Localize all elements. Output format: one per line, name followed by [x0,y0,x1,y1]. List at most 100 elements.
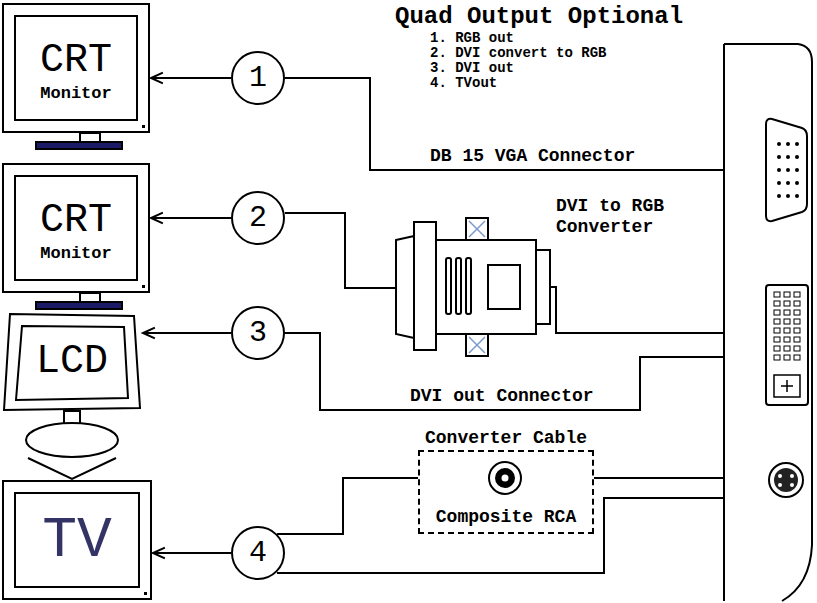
dvi-pin [784,301,790,306]
vga-pin [786,181,790,185]
vga-pin [786,142,790,146]
connector-arrow [143,328,231,339]
dvi-plug [536,250,550,324]
leader-line [285,333,724,410]
callout-number: 1 [249,61,267,96]
svideo-pin [778,474,782,478]
svideo-inner [774,468,798,492]
lcd-frame [4,314,140,410]
dvi-pin [794,328,800,333]
crt-monitor: CRTMonitor [2,163,150,293]
vga-connector [766,119,807,221]
callout-circle: 2 [231,191,285,245]
box-body: Composite RCA [420,507,592,528]
svideo-connector [769,463,803,497]
vga-pin [786,168,790,172]
dvi-pin [784,310,790,315]
vga-pin [777,142,781,146]
leader-line [285,78,724,170]
dvi-pin [774,337,780,342]
dvi-pin [794,337,800,342]
antenna [28,458,116,479]
screen-title: CRT [40,198,112,244]
adapter-window [488,265,520,309]
dvi-pin [784,328,790,333]
dvi-pin [774,319,780,324]
dvi-pin [794,310,800,315]
screen: CRTMonitor [14,175,138,281]
dvi-connector [766,285,808,405]
leader-line [594,477,724,479]
connector-arrow [153,548,231,559]
dvi-pin [774,310,780,315]
lcd-text-area: LCD [22,328,122,396]
adapter-body [436,240,536,334]
dvi-pin [794,319,800,324]
list-item: 4. TVout [430,75,497,92]
vga-pin [777,194,781,198]
callout-circle: 4 [231,526,285,580]
power-dot [142,285,145,288]
vga-pin [795,194,799,198]
pci-bracket [723,44,725,601]
screen-subtitle: Monitor [40,244,111,264]
monitor-neck [80,133,100,142]
pci-bracket [724,44,812,601]
monitor-base [36,142,122,149]
dvi-pin [784,337,790,342]
leader-line [285,213,396,288]
dvi-pin [794,301,800,306]
adapter-grip [446,258,451,314]
dvi-pin [784,346,790,351]
callout-circle: 3 [231,306,285,360]
vga-plug [396,236,414,338]
lcd-screen [16,326,128,400]
callout-number: 3 [249,316,267,351]
tv-set: TV [2,480,152,600]
vga-pin [795,142,799,146]
screen-subtitle: Monitor [40,84,111,104]
converter-cable-box: Converter CableComposite RCA [418,428,594,534]
screen: CRTMonitor [14,15,138,121]
dvi-pin [774,328,780,333]
callout-number: 4 [249,536,267,571]
rca-pin [502,475,509,482]
box-heading: Converter Cable [418,428,594,449]
diagram-title: Quad Output Optional [395,3,683,30]
dashed-box: Composite RCA [418,450,594,534]
dvi-pin [794,292,800,297]
dvi-pin [784,292,790,297]
lcd-monitor: LCD [2,312,142,412]
leader-line [550,287,724,333]
dvi-pin [794,346,800,351]
power-dot [144,592,147,595]
screw-cross [469,221,485,237]
rca-jack [489,462,521,494]
vga-pin [795,168,799,172]
dvi-pin [774,292,780,297]
power-dot [142,125,145,128]
converter-label: DVI to RGB Converter [556,196,676,238]
screen-title: CRT [40,38,112,84]
adapter-flange [414,222,436,350]
monitor-base [36,302,122,309]
crt-monitor: CRTMonitor [2,3,150,133]
adapter-screw [466,218,488,240]
dvi-blade [774,375,800,397]
connector-label: DVI out Connector [410,386,594,407]
connector-label: DB 15 VGA Connector [430,146,635,167]
list-item: 3. DVI out [430,60,514,77]
list-item: 1. RGB out [430,30,514,47]
dvi-pin [774,301,780,306]
adapter-grip [466,258,471,314]
dvi-pin [774,346,780,351]
list-item: 2. DVI convert to RGB [430,45,606,62]
dvi-blade-cross [781,380,793,392]
dvi-pin [784,355,790,360]
connector-arrow [151,213,231,224]
leader-line [277,498,724,573]
connector-arrow [277,478,418,534]
vga-pin [786,194,790,198]
vga-pin [777,181,781,185]
svideo-pin [778,483,782,487]
